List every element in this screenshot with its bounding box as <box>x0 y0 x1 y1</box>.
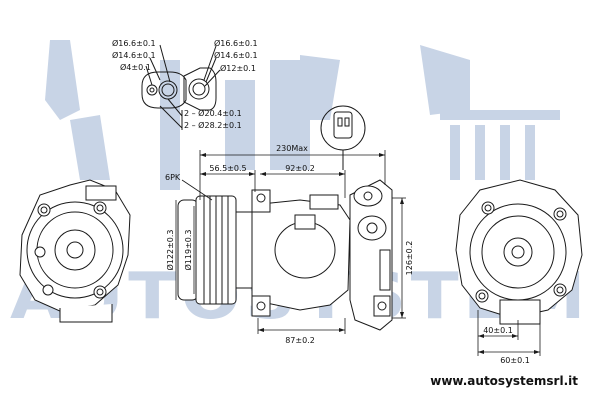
dim-height: 126±0.2 <box>405 241 414 276</box>
dim-pulley-offset: 56.5±0.5 <box>209 164 246 173</box>
fitting-right-d2: Ø14.6±0.1 <box>214 50 258 60</box>
dim-base-span: 87±0.2 <box>285 336 315 345</box>
fitting-left-d1: Ø16.6±0.1 <box>112 38 156 48</box>
dimension-lines <box>175 150 541 356</box>
compressor-side-view <box>177 179 393 331</box>
compressor-front-view <box>19 179 131 323</box>
dim-pulley-inner: Ø119±0.3 <box>183 230 193 271</box>
fitting-left-h1: 2 – Ø20.4±0.1 <box>184 108 242 118</box>
dim-rear-b: 60±0.1 <box>500 356 530 365</box>
dim-overall-length: 230Max <box>276 144 308 153</box>
compressor-rear-view <box>455 179 583 325</box>
fitting-left-d3: Ø4±0.1 <box>120 62 151 72</box>
dim-pulley-type: 6PK <box>165 173 181 182</box>
dim-pulley-outer: Ø122±0.3 <box>165 230 175 271</box>
fitting-left-drawing <box>141 44 187 130</box>
dim-rear-a: 40±0.1 <box>483 326 513 335</box>
dim-mount-span: 92±0.2 <box>285 164 315 173</box>
fitting-left-d2: Ø14.6±0.1 <box>112 50 156 60</box>
fitting-left-h2: 2 – Ø28.2±0.1 <box>184 120 242 130</box>
fitting-right-d1: Ø16.6±0.1 <box>214 38 258 48</box>
website-url[interactable]: www.autosystemsrl.it <box>430 374 578 388</box>
dimension-arrows <box>200 153 540 354</box>
fitting-right-d3: Ø12±0.1 <box>220 63 256 73</box>
connector-detail <box>320 105 366 170</box>
fitting-right-drawing <box>183 45 221 111</box>
